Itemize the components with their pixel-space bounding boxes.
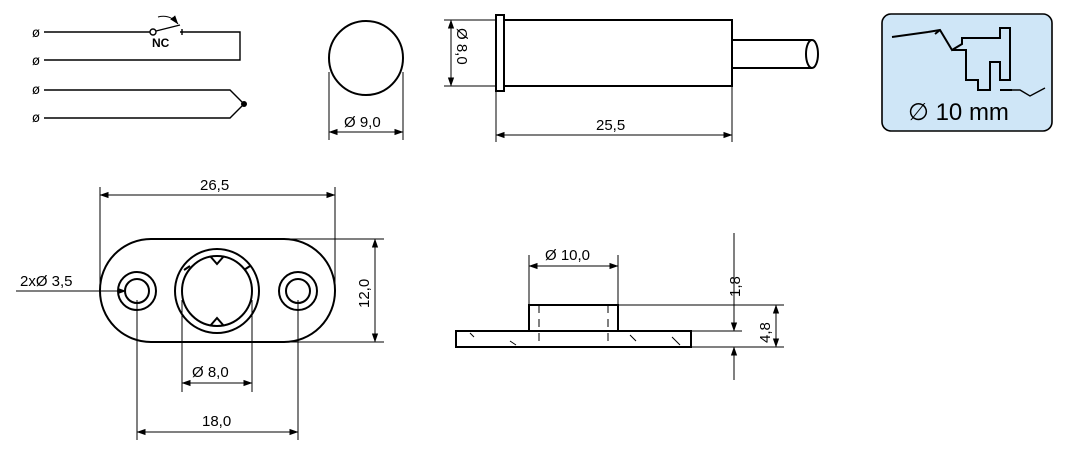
magnet-height-label: 1,8 — [727, 276, 744, 297]
terminal-1: ø — [32, 26, 40, 41]
terminal-3: ø — [32, 83, 40, 98]
badge-label: ∅ 10 mm — [908, 99, 1009, 126]
terminal-2: ø — [32, 54, 40, 69]
center-bore-label: Ø 8,0 — [192, 364, 229, 381]
flange-length-label: 26,5 — [200, 177, 229, 194]
side-view-body: Ø 8,0 25,5 — [444, 14, 819, 142]
hole-spacing-label: 18,0 — [202, 413, 231, 430]
magnet-diameter-label: Ø 10,0 — [545, 247, 590, 264]
flange-width-label: 12,0 — [356, 279, 373, 308]
magnet-side-view: Ø 10,0 1,8 4,8 — [455, 233, 784, 380]
end-view-head: Ø 9,0 — [328, 20, 404, 140]
mount-holes-label: 2xØ 3,5 — [20, 273, 73, 290]
contact-label: NC — [152, 36, 170, 50]
size-badge: ∅ 10 mm — [881, 13, 1053, 132]
wiring-schematic: ø ø ø ø NC — [32, 15, 247, 126]
head-diameter-label: Ø 9,0 — [344, 114, 381, 131]
body-length-label: 25,5 — [596, 117, 625, 134]
terminal-4: ø — [32, 111, 40, 126]
sensor-pictogram-icon — [891, 27, 1046, 97]
total-height-label: 4,8 — [757, 322, 774, 343]
body-diameter-label: Ø 8,0 — [453, 28, 470, 65]
flange-top-view: 26,5 12,0 2xØ 3,5 Ø 8,0 18,0 — [16, 177, 384, 440]
